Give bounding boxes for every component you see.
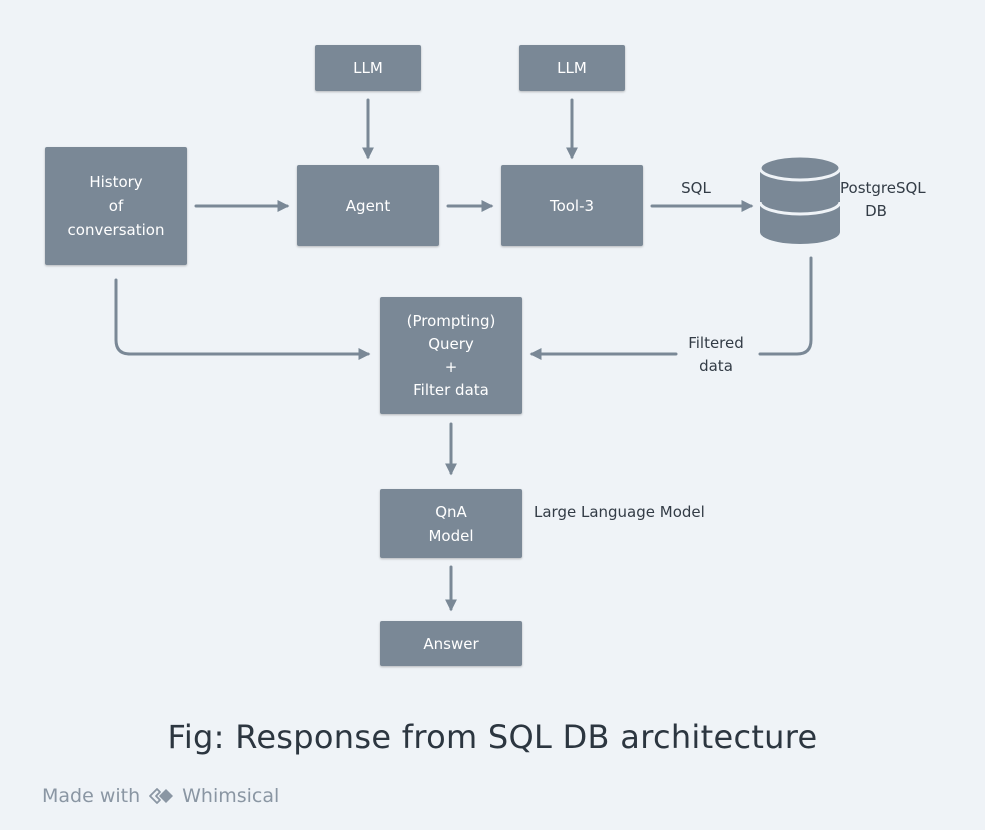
- node-llm-2-label: LLM: [557, 59, 587, 77]
- database-label: PostgreSQL DB: [840, 177, 926, 223]
- node-tool[interactable]: Tool-3: [501, 165, 643, 246]
- edge-label-sql: SQL: [681, 179, 711, 197]
- node-agent[interactable]: Agent: [297, 165, 439, 246]
- database-icon: [758, 154, 842, 244]
- edge-label-filtered-line-1: Filtered: [688, 334, 744, 352]
- edge-history-prompt: [114, 278, 371, 360]
- node-answer-label: Answer: [423, 634, 479, 653]
- node-prompting-line-3: +: [444, 357, 458, 376]
- node-history-line-2: of: [108, 197, 124, 215]
- edge-db-prompt: [758, 256, 813, 356]
- node-llm-1[interactable]: LLM: [315, 45, 421, 91]
- figure-caption: Fig: Response from SQL DB architecture: [167, 718, 818, 756]
- node-agent-label: Agent: [345, 196, 391, 215]
- edge-label-filtered: Filtered data: [678, 332, 754, 378]
- node-prompting-line-1: (Prompting): [406, 311, 496, 330]
- node-prompting[interactable]: (Prompting) Query + Filter data: [380, 297, 522, 414]
- node-qna-line-1: QnA: [435, 502, 467, 521]
- node-history-line-3: conversation: [67, 221, 165, 239]
- node-history-line-1: History: [89, 173, 143, 191]
- node-tool-label: Tool-3: [549, 196, 595, 215]
- database-label-line-2: DB: [865, 202, 887, 220]
- node-prompting-line-2: Query: [428, 334, 474, 353]
- node-answer[interactable]: Answer: [380, 621, 522, 666]
- edge-label-filtered-line-2: data: [699, 357, 733, 375]
- whimsical-logo-icon: [149, 788, 174, 804]
- node-qna[interactable]: QnA Model: [380, 489, 522, 558]
- made-with-footer[interactable]: Made with Whimsical: [42, 785, 279, 807]
- node-prompting-line-4: Filter data: [413, 380, 489, 399]
- database-label-line-1: PostgreSQL: [840, 179, 926, 197]
- node-llm-1-label: LLM: [353, 59, 383, 77]
- whimsical-brand-text: Whimsical: [182, 785, 280, 807]
- node-history[interactable]: History of conversation: [45, 147, 187, 265]
- node-llm-2[interactable]: LLM: [519, 45, 625, 91]
- node-qna-line-2: Model: [428, 526, 474, 545]
- made-with-text: Made with: [42, 785, 141, 807]
- annotation-llm-note: Large Language Model: [534, 503, 705, 521]
